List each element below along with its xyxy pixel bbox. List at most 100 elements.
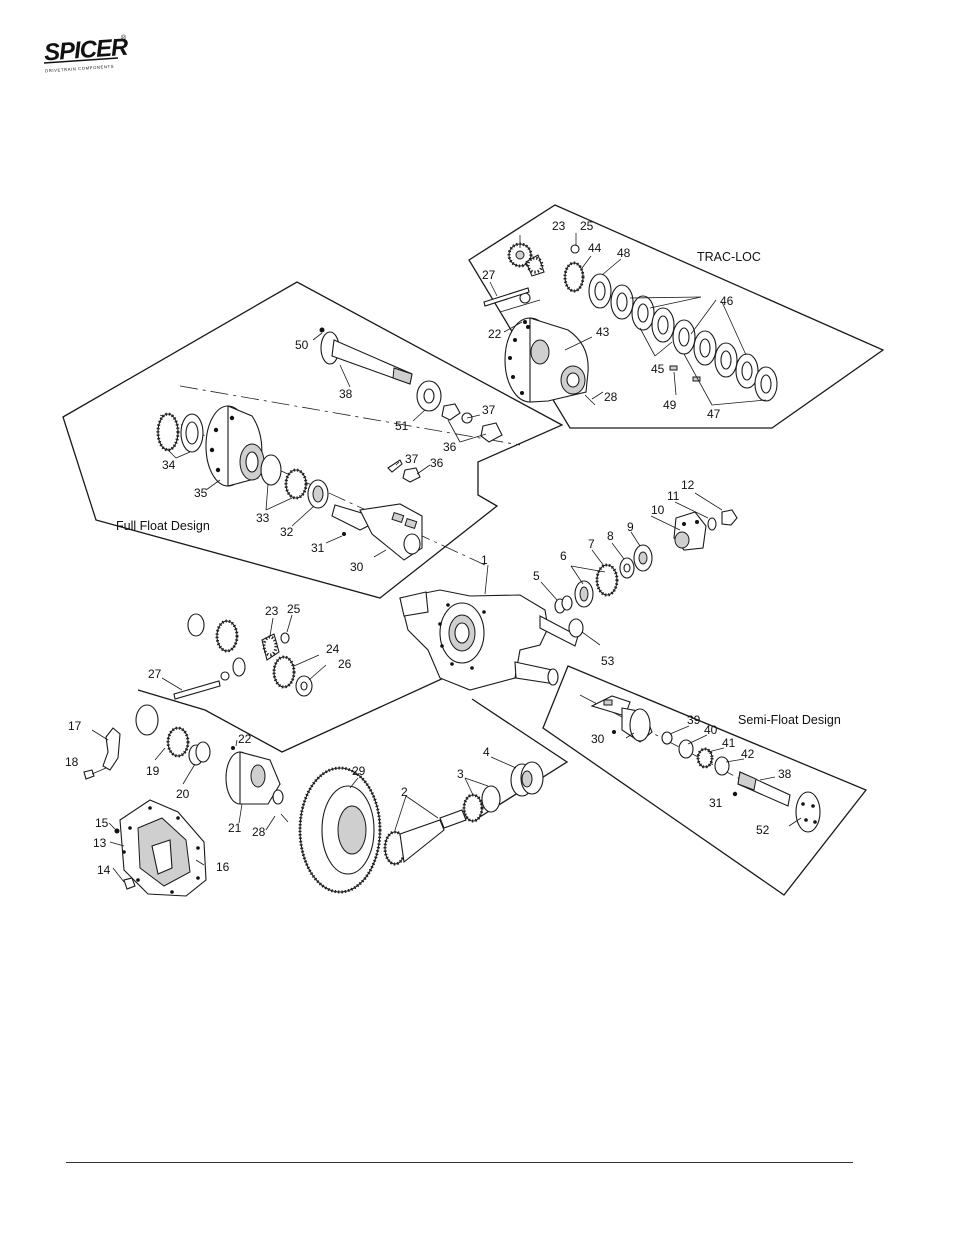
semi-float-retainer-42 [714,756,730,776]
callout-22: 22 [488,327,502,341]
callout-17: 17 [68,719,82,733]
trac-loc-caption: TRAC-LOC [697,250,761,264]
trac-loc-side-gear-44 [563,261,585,293]
full-float-spindle [331,503,423,561]
ring-gear-29 [298,766,382,894]
callout-40: 40 [704,723,718,737]
callout-44: 44 [588,241,602,255]
pinion-bearing-3 [462,777,501,823]
callout-31b: 31 [709,796,723,810]
logo-registered-mark: ® [121,34,127,42]
callout-23: 23 [552,219,566,233]
callout-4: 4 [483,745,490,759]
callout-26: 26 [338,657,352,671]
callout-16: 16 [216,860,230,874]
callout-13: 13 [93,836,107,850]
semi-float-axle-shaft-38 [737,771,821,833]
callout-51: 51 [395,419,409,433]
pinion-spacer-53 [568,618,584,638]
differential-cover-16 [108,799,207,897]
trac-loc-washer-25 [570,244,580,254]
diff-washer-25 [280,632,290,644]
callout-27b: 27 [148,667,162,681]
callout-19: 19 [146,764,160,778]
semi-float-ring-39 [661,731,673,745]
shim-20 [188,741,211,766]
carrier-bearing-19 [166,726,190,758]
callout-18: 18 [65,755,79,769]
callout-50: 50 [295,338,309,352]
callout-32: 32 [280,525,294,539]
trac-loc-clutch-pack [588,273,778,402]
callout-30b: 30 [591,732,605,746]
callout-42: 42 [741,747,755,761]
semi-float-caption: Semi-Float Design [738,713,841,727]
logo-wordmark: SPICER [43,34,130,67]
callout-12: 12 [681,478,695,492]
full-float-hub-35 [205,405,265,487]
differential-group-bracket [137,665,471,753]
full-float-locknut-36 [480,422,503,443]
callout-27: 27 [482,268,496,282]
pinion-yoke-group [540,492,738,646]
callout-47: 47 [707,407,721,421]
callout-31: 31 [311,541,325,555]
callout-3: 3 [457,767,464,781]
callout-6: 6 [560,549,567,563]
callout-25: 25 [580,219,594,233]
callout-7: 7 [588,537,595,551]
trac-loc-shaft [483,287,530,307]
logo-tagline: DRIVETRAIN COMPONENTS [45,64,114,74]
callout-23b: 23 [265,604,279,618]
trac-loc-pinion-mate [525,254,545,277]
bearing-cup-4 [490,756,544,797]
callout-2: 2 [401,785,408,799]
callout-53: 53 [601,654,615,668]
differential-group [83,613,327,831]
trac-loc-guide-clip-1 [669,365,678,371]
diff-side-gear-24 [272,655,296,689]
callout-21: 21 [228,821,242,835]
full-float-axle-shaft [320,331,413,385]
semi-float-assembly [579,694,821,833]
callout-24: 24 [326,642,340,656]
callout-11: 11 [667,489,680,503]
callout-labels: 23 25 44 48 27 46 22 43 45 28 49 47 50 3… [65,219,792,877]
callout-28b: 28 [252,825,266,839]
callout-37b: 37 [405,452,419,466]
semi-float-inset-frame [542,665,868,896]
full-float-washer-37b [387,459,403,473]
callout-38: 38 [339,387,353,401]
callout-52: 52 [756,823,770,837]
spicer-logo: SPICER ® DRIVETRAIN COMPONENTS [42,32,130,74]
callout-20: 20 [176,787,190,801]
diff-pinion-mate-lower [232,657,246,677]
pinion-group-bracket [471,698,569,821]
callout-36: 36 [443,440,457,454]
callout-49: 49 [663,398,677,412]
full-float-inset-frame [62,281,564,599]
callout-36b: 36 [430,456,444,470]
callout-43: 43 [596,325,610,339]
callout-45: 45 [651,362,665,376]
full-float-nut-36b [402,467,421,483]
callout-35: 35 [194,486,208,500]
callout-48: 48 [617,246,631,260]
callout-30: 30 [350,560,364,574]
callout-37: 37 [482,403,496,417]
trac-loc-case [504,317,589,403]
diff-cross-shaft-27 [173,680,221,700]
callout-22b: 22 [238,732,252,746]
pinion-yoke-10 [673,511,707,551]
trac-loc-pin-28 [584,394,596,406]
callout-15: 15 [95,816,109,830]
semi-float-housing-end [590,695,653,743]
pinion-nut-12 [721,509,738,526]
diff-pinion-mate-23 [261,633,280,661]
callout-8: 8 [607,529,614,543]
differential-case-21 [225,751,284,805]
callout-39: 39 [687,713,701,727]
full-float-assembly [156,327,521,566]
callout-9: 9 [627,520,634,534]
